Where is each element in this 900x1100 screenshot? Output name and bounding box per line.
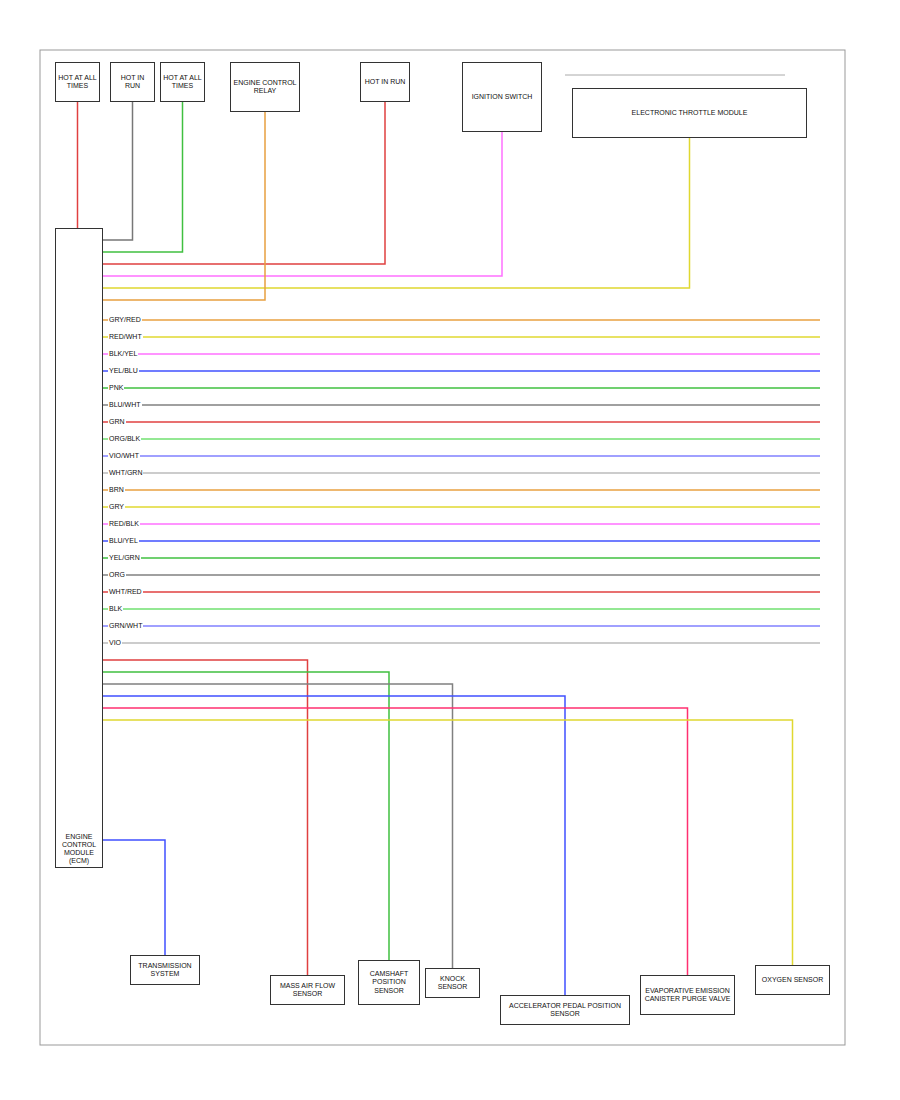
component-label: ACCELERATOR PEDAL POSITION SENSOR [503, 1002, 627, 1018]
component-box: HOT IN RUN [110, 62, 155, 102]
component-box: EVAPORATIVE EMISSION CANISTER PURGE VALV… [640, 975, 735, 1015]
wire [103, 472, 820, 473]
component-box: MASS AIR FLOW SENSOR [270, 975, 345, 1005]
wire-connector [103, 102, 183, 252]
wire [103, 421, 820, 422]
wire-connector [103, 102, 385, 264]
component-box: ELECTRONIC THROTTLE MODULE [572, 88, 807, 138]
wire-color-code: BRN [108, 486, 125, 494]
wire [103, 625, 820, 626]
wire-color-code: WHT/GRN [108, 469, 143, 477]
wire-connector [103, 672, 389, 960]
wire-color-code: BLK/YEL [108, 350, 138, 358]
wire [103, 336, 820, 337]
component-label: TRANSMISSION SYSTEM [133, 962, 197, 978]
control-module: ENGINE CONTROL MODULE (ECM) [55, 228, 103, 868]
component-box: ACCELERATOR PEDAL POSITION SENSOR [500, 995, 630, 1025]
wire [103, 438, 820, 439]
wire [103, 387, 820, 388]
component-box: ENGINE CONTROL RELAY [230, 62, 300, 112]
wire-color-code: YEL/BLU [108, 367, 139, 375]
wire-color-code: ORG [108, 571, 126, 579]
wire [103, 489, 820, 490]
wire [103, 574, 820, 575]
wire-color-code: VIO/WHT [108, 452, 140, 460]
wire-color-code: ORG/BLK [108, 435, 141, 443]
component-label: MASS AIR FLOW SENSOR [273, 982, 342, 998]
component-label: HOT IN RUN [113, 74, 152, 90]
component-label: ELECTRONIC THROTTLE MODULE [575, 109, 804, 117]
wire-color-code: PNK [108, 384, 124, 392]
component-box: HOT IN RUN [360, 62, 410, 102]
component-label: EVAPORATIVE EMISSION CANISTER PURGE VALV… [643, 987, 732, 1003]
wire-color-code: BLU/WHT [108, 401, 142, 409]
wire [103, 370, 820, 371]
component-label: HOT AT ALL TIMES [163, 74, 202, 90]
wire-color-code: GRY [108, 503, 125, 511]
component-label: HOT IN RUN [363, 78, 407, 86]
component-label: ENGINE CONTROL RELAY [233, 79, 297, 95]
wire [103, 319, 820, 320]
wire-color-code: RED/WHT [108, 333, 143, 341]
wire [103, 523, 820, 524]
component-label: IGNITION SWITCH [465, 93, 539, 101]
wire-connector [103, 696, 565, 995]
wire-color-code: BLU/YEL [108, 537, 139, 545]
component-box: OXYGEN SENSOR [755, 965, 830, 995]
wire-color-code: BLK [108, 605, 123, 613]
wire [103, 591, 820, 592]
wire-color-code: RED/BLK [108, 520, 140, 528]
wire [103, 353, 820, 354]
wire-connector [103, 720, 793, 965]
wire [103, 557, 820, 558]
component-box: CAMSHAFT POSITION SENSOR [358, 960, 420, 1005]
wire [103, 608, 820, 609]
wire-color-code: GRN/WHT [108, 622, 143, 630]
wire-color-code: VIO [108, 639, 122, 647]
component-label: OXYGEN SENSOR [758, 976, 827, 984]
wire-connector [103, 138, 690, 288]
component-box: TRANSMISSION SYSTEM [130, 955, 200, 985]
component-label: ENGINE CONTROL MODULE (ECM) [58, 833, 100, 865]
frame [40, 50, 845, 1045]
component-box: KNOCK SENSOR [425, 968, 480, 998]
component-box: HOT AT ALL TIMES [55, 62, 100, 102]
wire [103, 404, 820, 405]
wire [103, 540, 820, 541]
wire-color-code: GRY/RED [108, 316, 142, 324]
component-box: HOT AT ALL TIMES [160, 62, 205, 102]
component-box: IGNITION SWITCH [462, 62, 542, 132]
wire-connector [103, 840, 165, 955]
component-label: CAMSHAFT POSITION SENSOR [361, 970, 417, 994]
wire-connector [103, 708, 688, 975]
wire-connector [103, 102, 133, 240]
wire-color-code: YEL/GRN [108, 554, 141, 562]
component-label: KNOCK SENSOR [428, 975, 477, 991]
wire-color-code: GRN [108, 418, 126, 426]
wire [103, 642, 820, 643]
wire-color-code: WHT/RED [108, 588, 143, 596]
wire-connector [103, 112, 265, 300]
wire-connector [103, 132, 502, 276]
component-label: HOT AT ALL TIMES [58, 74, 97, 90]
wire-connector [103, 684, 453, 968]
wire-connector [77, 102, 79, 228]
wire [103, 506, 820, 507]
bar [565, 75, 785, 76]
wire [103, 455, 820, 456]
